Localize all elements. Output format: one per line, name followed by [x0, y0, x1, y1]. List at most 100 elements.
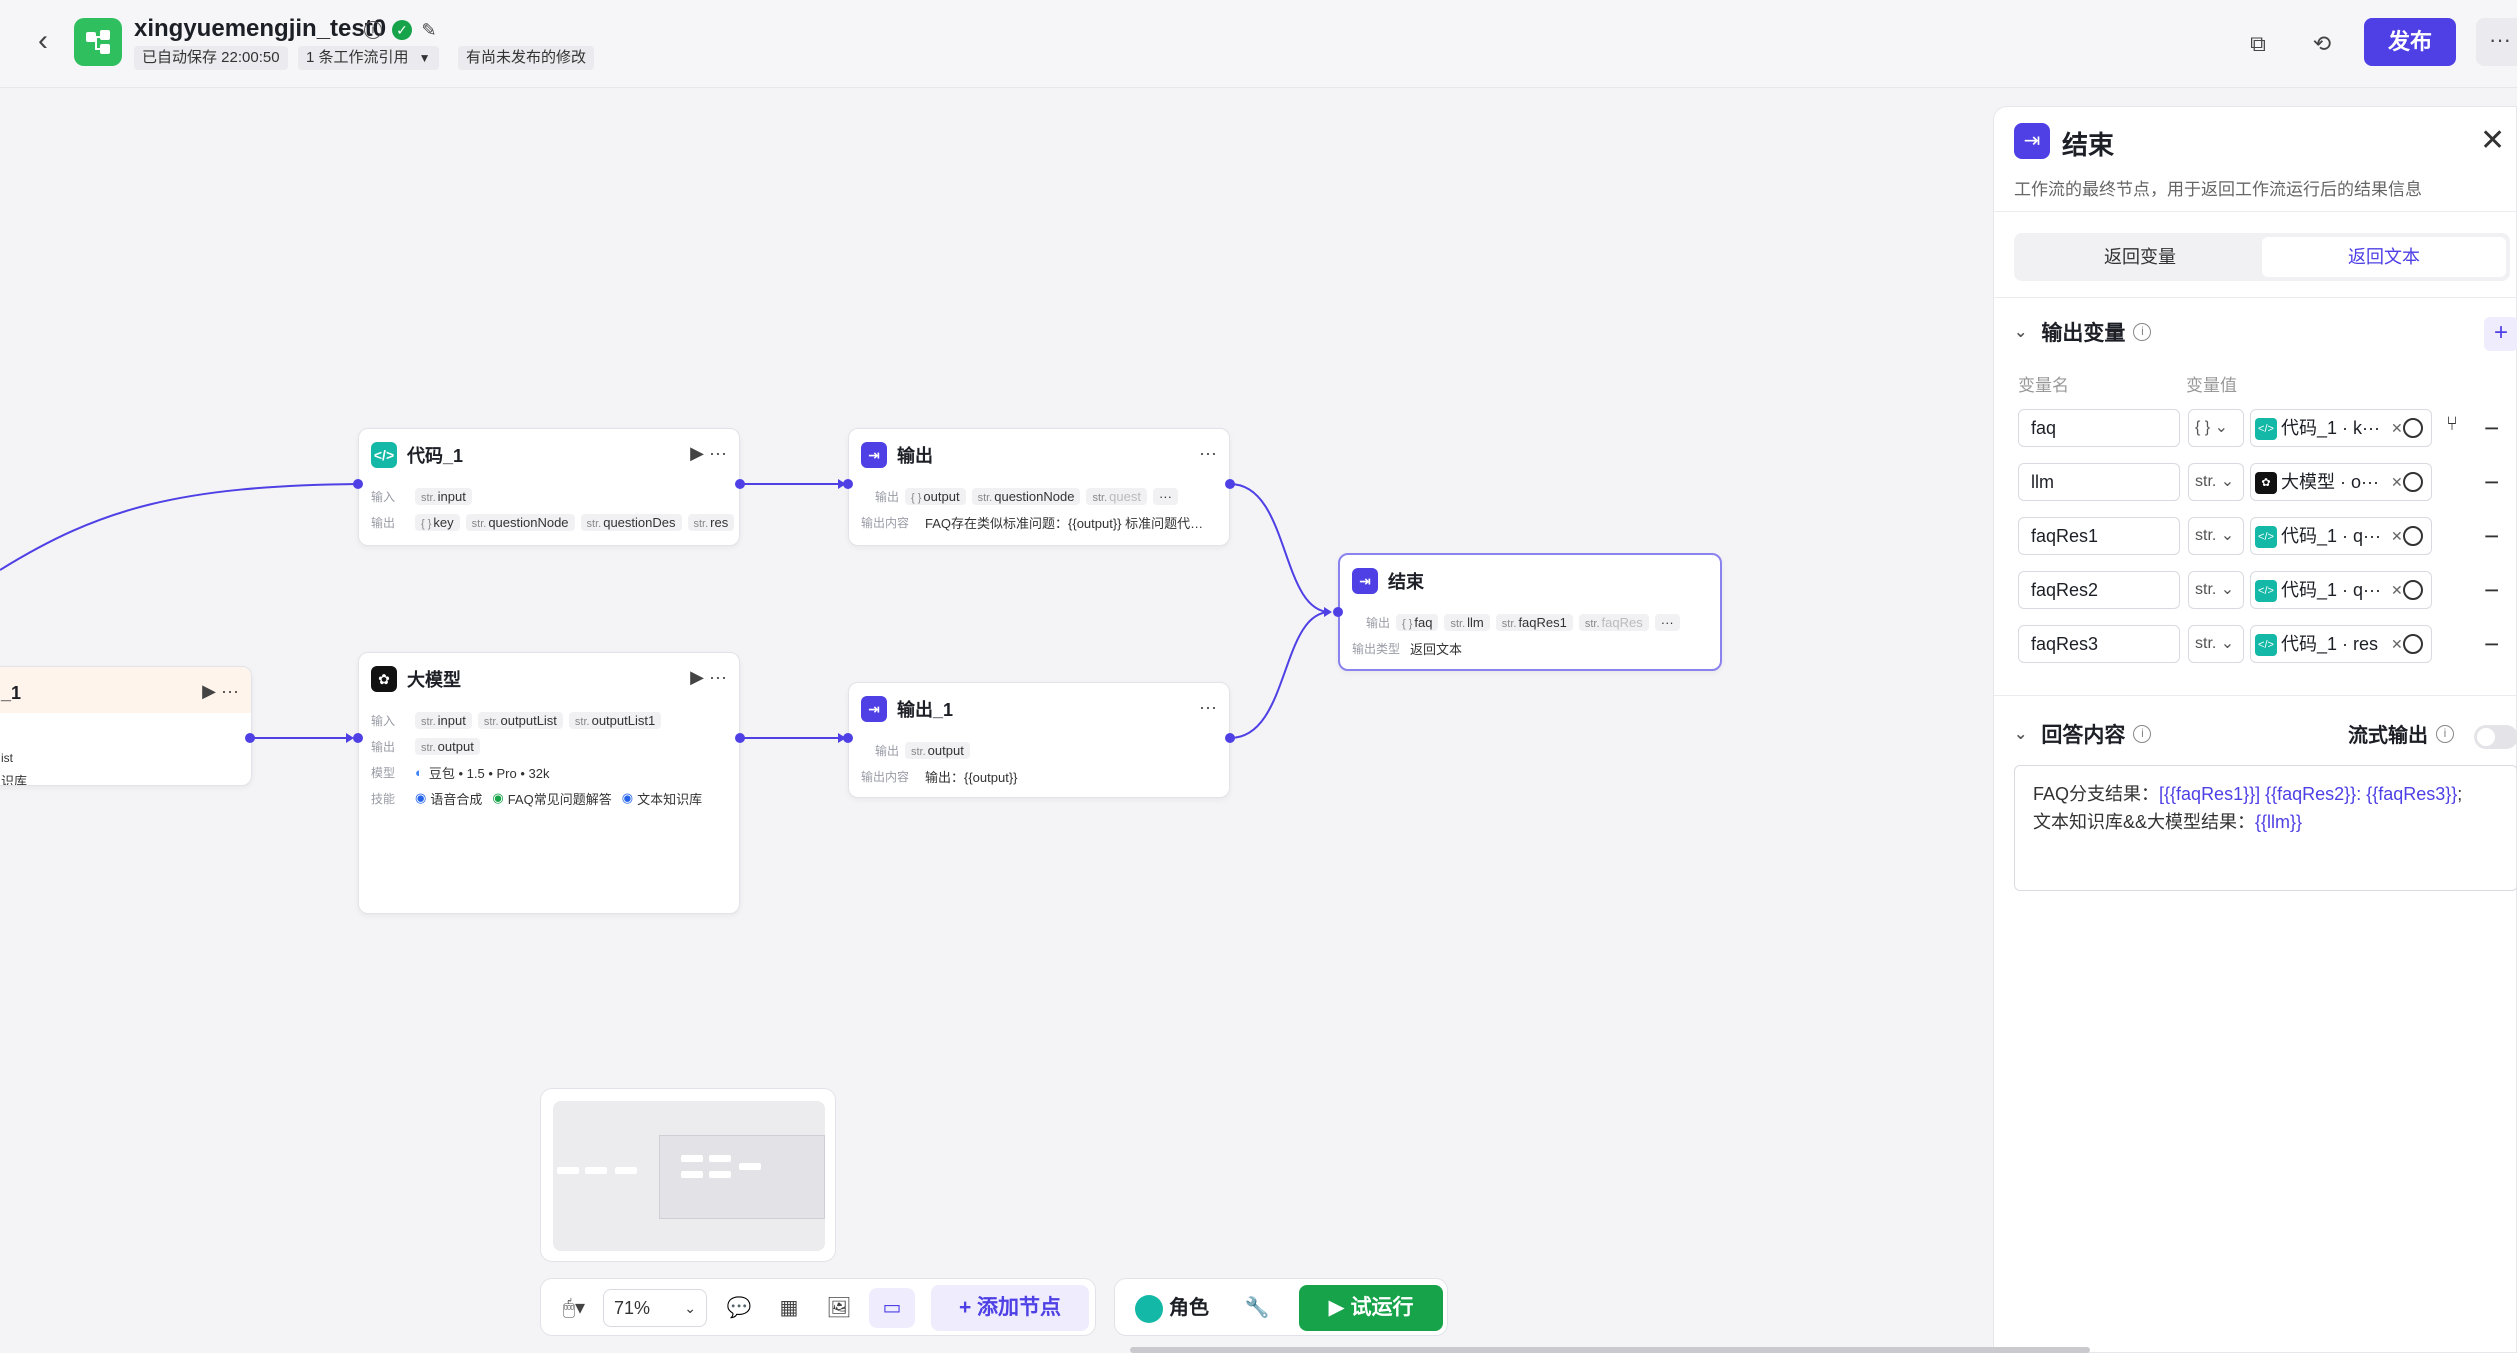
- workflow-ref-dropdown[interactable]: 1 条工作流引用▼: [298, 46, 439, 70]
- back-icon[interactable]: ‹: [38, 24, 48, 57]
- mouse-mode-icon[interactable]: 🖱▾: [562, 1297, 586, 1319]
- clear-icon[interactable]: ✕: [2391, 582, 2403, 598]
- node-partial[interactable]: _1 ▶ ··· ist 识库: [0, 666, 252, 786]
- variable-picker-icon[interactable]: [2403, 634, 2423, 654]
- node-llm[interactable]: ✿大模型 ▶ ··· 输入 str.input str.outputList s…: [358, 652, 740, 914]
- history-icon[interactable]: ⟲: [2312, 31, 2332, 56]
- edge-out-end: [1229, 483, 1331, 613]
- variable-name-input[interactable]: faqRes3: [2018, 625, 2180, 663]
- info-icon[interactable]: i: [364, 21, 382, 39]
- end-node-icon: ⇥: [2014, 123, 2050, 159]
- node-end[interactable]: ⇥结束 输出 { }faq str.llm str.faqRes1 str.fa…: [1338, 553, 1722, 671]
- port-out[interactable]: [735, 479, 745, 489]
- input-tag: str.input: [415, 487, 472, 505]
- knowledge-icon: ◉: [621, 790, 634, 805]
- remove-variable-icon[interactable]: −: [2484, 467, 2500, 497]
- node-output1[interactable]: ⇥输出_1 ··· 输出 str.output 输出内容 输出：{{output…: [848, 682, 1230, 798]
- close-icon[interactable]: ✕: [2480, 124, 2506, 157]
- variable-name-input[interactable]: faqRes1: [2018, 517, 2180, 555]
- remove-variable-icon[interactable]: −: [2484, 629, 2500, 659]
- variable-type-select[interactable]: { } ⌄: [2188, 409, 2244, 447]
- remove-variable-icon[interactable]: −: [2484, 575, 2500, 605]
- comment-icon[interactable]: 💬: [726, 1297, 752, 1319]
- port-in[interactable]: [1333, 607, 1343, 617]
- remove-variable-icon[interactable]: −: [2484, 413, 2500, 443]
- node-partial-line1: ist: [1, 751, 13, 765]
- info-icon[interactable]: i: [2436, 724, 2454, 743]
- clear-icon[interactable]: ✕: [2391, 474, 2403, 490]
- variable-picker-icon[interactable]: [2403, 526, 2423, 546]
- role-button[interactable]: 角色: [1127, 1288, 1217, 1328]
- port-in[interactable]: [353, 733, 363, 743]
- port-out[interactable]: [735, 733, 745, 743]
- publish-button[interactable]: 发布: [2364, 18, 2456, 66]
- port-in[interactable]: [843, 733, 853, 743]
- variable-picker-icon[interactable]: [2403, 472, 2423, 492]
- branch-icon[interactable]: ⑂: [2446, 413, 2458, 435]
- port-out[interactable]: [245, 733, 255, 743]
- stream-output-toggle[interactable]: [2474, 725, 2517, 749]
- clear-icon[interactable]: ✕: [2391, 420, 2403, 436]
- edge-arrow: [1324, 607, 1332, 617]
- wrench-icon[interactable]: 🔧: [1244, 1297, 1270, 1319]
- workflow-canvas[interactable]: _1 ▶ ··· ist 识库 </>代码_1 ▶ ··· 输入 str.inp…: [0, 88, 1990, 1353]
- port-in[interactable]: [843, 479, 853, 489]
- tab-return-text[interactable]: 返回文本: [2262, 237, 2506, 277]
- tab-return-variable[interactable]: 返回变量: [2104, 247, 2176, 267]
- output-tag-text: questionNode: [994, 488, 1075, 504]
- horizontal-scrollbar[interactable]: [1130, 1347, 2090, 1353]
- port-in[interactable]: [353, 479, 363, 489]
- test-run-button[interactable]: ▶ 试运行: [1299, 1285, 1443, 1331]
- type-label: 输出类型: [1352, 641, 1401, 656]
- remove-variable-icon[interactable]: −: [2484, 521, 2500, 551]
- variable-type-select[interactable]: str. ⌄: [2188, 625, 2244, 663]
- edit-icon[interactable]: ✎: [421, 20, 437, 40]
- variable-name-input[interactable]: llm: [2018, 463, 2180, 501]
- port-out[interactable]: [1225, 733, 1235, 743]
- image-icon[interactable]: 🖼: [826, 1297, 852, 1319]
- node-code1[interactable]: </>代码_1 ▶ ··· 输入 str.input 输出 { }key str…: [358, 428, 740, 546]
- more-tags[interactable]: ···: [1152, 487, 1178, 505]
- minimap-toggle-icon[interactable]: ▭: [869, 1288, 915, 1328]
- node-output-actions[interactable]: ···: [1199, 443, 1217, 463]
- variable-picker-icon[interactable]: [2403, 580, 2423, 600]
- divider: [1994, 211, 2517, 212]
- add-node-button[interactable]: + 添加节点: [931, 1285, 1089, 1331]
- clear-icon[interactable]: ✕: [2391, 636, 2403, 652]
- node-output[interactable]: ⇥输出 ··· 输出 { }output str.questionNode st…: [848, 428, 1230, 546]
- variable-type-select[interactable]: str. ⌄: [2188, 517, 2244, 555]
- info-icon[interactable]: i: [2133, 725, 2152, 743]
- output-tag: str.llm: [1444, 613, 1490, 631]
- variable-type-select[interactable]: str. ⌄: [2188, 571, 2244, 609]
- variable-picker-icon[interactable]: [2403, 418, 2423, 438]
- more-menu-icon[interactable]: ···: [2476, 18, 2517, 66]
- variable-value-ref[interactable]: </>代码_1 · q···✕: [2250, 571, 2432, 609]
- variable-value-ref[interactable]: </>代码_1 · q···✕: [2250, 517, 2432, 555]
- more-tags[interactable]: ···: [1654, 613, 1680, 631]
- zoom-select[interactable]: 71%⌄: [603, 1289, 707, 1327]
- answer-content-editor[interactable]: FAQ分支结果：[{{faqRes1}}] {{faqRes2}}: {{faq…: [2014, 765, 2517, 891]
- layout-grid-icon[interactable]: ▦: [779, 1297, 799, 1319]
- variable-name-input[interactable]: faqRes2: [2018, 571, 2180, 609]
- variable-value-ref[interactable]: ✿大模型 · o···✕: [2250, 463, 2432, 501]
- node-llm-actions[interactable]: ▶ ···: [690, 667, 727, 687]
- info-icon[interactable]: i: [2133, 323, 2152, 341]
- variable-name-input[interactable]: faq: [2018, 409, 2180, 447]
- node-code1-actions[interactable]: ▶ ···: [690, 443, 727, 463]
- minimap-node: [681, 1155, 703, 1162]
- divider: [1994, 695, 2517, 696]
- output-tag-text: key: [433, 514, 454, 530]
- port-out[interactable]: [1225, 479, 1235, 489]
- add-variable-button[interactable]: +: [2484, 317, 2517, 351]
- copy-icon[interactable]: ⧉: [2250, 31, 2266, 56]
- variable-value-ref[interactable]: </>代码_1 · res✕: [2250, 625, 2432, 663]
- minimap[interactable]: [540, 1088, 836, 1262]
- clear-icon[interactable]: ✕: [2391, 528, 2403, 544]
- zoom-value: 71%: [614, 1298, 651, 1318]
- variable-type-select[interactable]: str. ⌄: [2188, 463, 2244, 501]
- node-partial-actions[interactable]: ▶ ···: [202, 681, 239, 701]
- variable-value-ref[interactable]: </>代码_1 · k···✕: [2250, 409, 2432, 447]
- node-output1-actions[interactable]: ···: [1199, 697, 1217, 717]
